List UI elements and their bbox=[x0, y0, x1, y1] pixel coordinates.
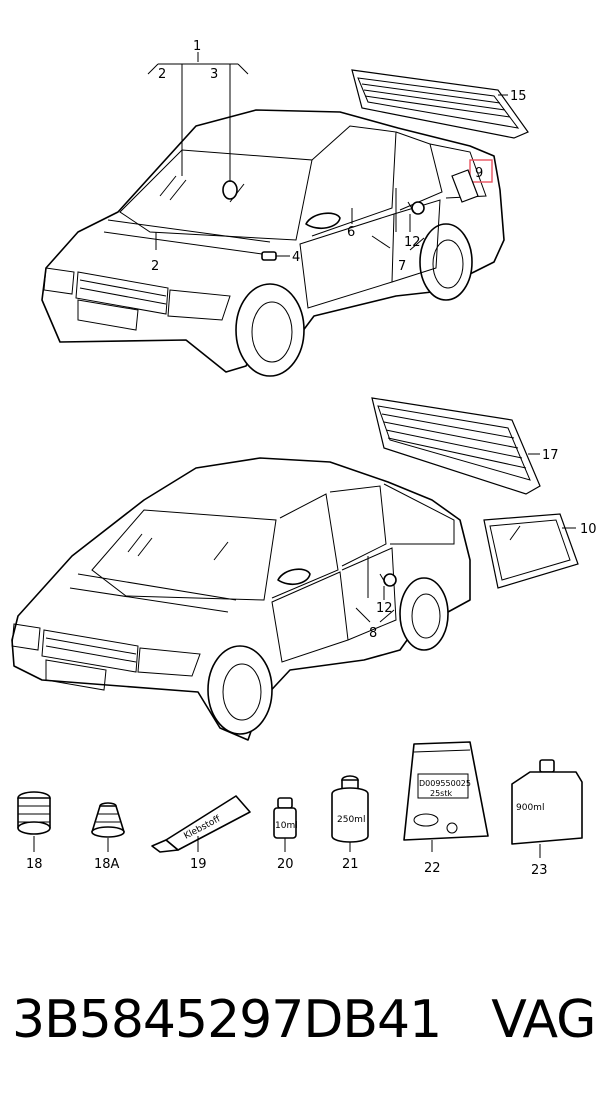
bottle-23-text: 900ml bbox=[516, 803, 544, 813]
wagon-leader-lines bbox=[355, 453, 576, 623]
bottle-21-text: 250ml bbox=[337, 815, 365, 825]
accessory-label-18: 18 bbox=[26, 857, 43, 872]
bag-text-line1: D009550025 bbox=[419, 779, 471, 788]
callout-1: 1 bbox=[193, 39, 201, 54]
wagon-callout-labels: 17 10 12 8 bbox=[369, 448, 597, 641]
accessory-label-23: 23 bbox=[531, 863, 548, 878]
accessory-19-adhesive-tube: Klebstoff 19 bbox=[151, 795, 251, 872]
accessory-label-21: 21 bbox=[342, 857, 359, 872]
sedan-leader-lines bbox=[147, 52, 508, 257]
bag-text-line2: 25stk bbox=[430, 789, 452, 798]
accessory-22-bag: D009550025 25stk 22 bbox=[403, 741, 489, 876]
callout-6: 6 bbox=[347, 225, 355, 240]
accessory-label-22: 22 bbox=[424, 861, 441, 876]
callout-2-bottom: 2 bbox=[151, 259, 159, 274]
accessory-20-small-bottle: 10ml 20 bbox=[273, 797, 298, 872]
highlight-box-9 bbox=[469, 159, 493, 183]
rear-window-glass-15 bbox=[351, 69, 529, 139]
brand-name: VAG bbox=[491, 990, 596, 1050]
callout-17: 17 bbox=[542, 448, 559, 463]
accessory-18a-cone-roll: 18A bbox=[91, 802, 125, 872]
accessory-18-adhesive-roll: 18 bbox=[17, 791, 51, 872]
accessory-23-canister: 900ml 23 bbox=[511, 759, 583, 878]
callout-10: 10 bbox=[580, 522, 597, 537]
callout-12-sedan: 12 bbox=[404, 235, 421, 250]
callout-8: 8 bbox=[369, 626, 377, 641]
part-number: 3B5845297DB41 bbox=[12, 990, 442, 1050]
accessory-21-can: 250ml 21 bbox=[331, 775, 369, 872]
accessory-label-18A: 18A bbox=[94, 857, 120, 872]
part-number-footer: 3B5845297DB41 VAG bbox=[12, 985, 596, 1055]
sedan-callout-labels: 1 2 3 2 4 6 12 7 9 15 bbox=[151, 39, 527, 274]
accessories-row: 18 18A Klebstoff 19 10ml 20 bbox=[17, 741, 583, 878]
callout-7: 7 bbox=[398, 259, 406, 274]
quarter-glass-10 bbox=[483, 513, 579, 589]
wagon-illustration: 17 10 12 8 bbox=[11, 397, 597, 741]
callout-2-top: 2 bbox=[158, 67, 166, 82]
bottle-20-text: 10ml bbox=[275, 821, 298, 831]
rear-window-glass-17 bbox=[371, 397, 541, 495]
callout-12-wagon: 12 bbox=[376, 601, 393, 616]
sedan-illustration: 1 2 3 2 4 6 12 7 9 15 bbox=[41, 39, 529, 377]
callout-9: 9 bbox=[475, 166, 483, 181]
accessory-label-19: 19 bbox=[190, 857, 207, 872]
accessory-label-20: 20 bbox=[277, 857, 294, 872]
callout-3: 3 bbox=[210, 67, 218, 82]
callout-4: 4 bbox=[292, 250, 300, 265]
callout-15: 15 bbox=[510, 89, 527, 104]
